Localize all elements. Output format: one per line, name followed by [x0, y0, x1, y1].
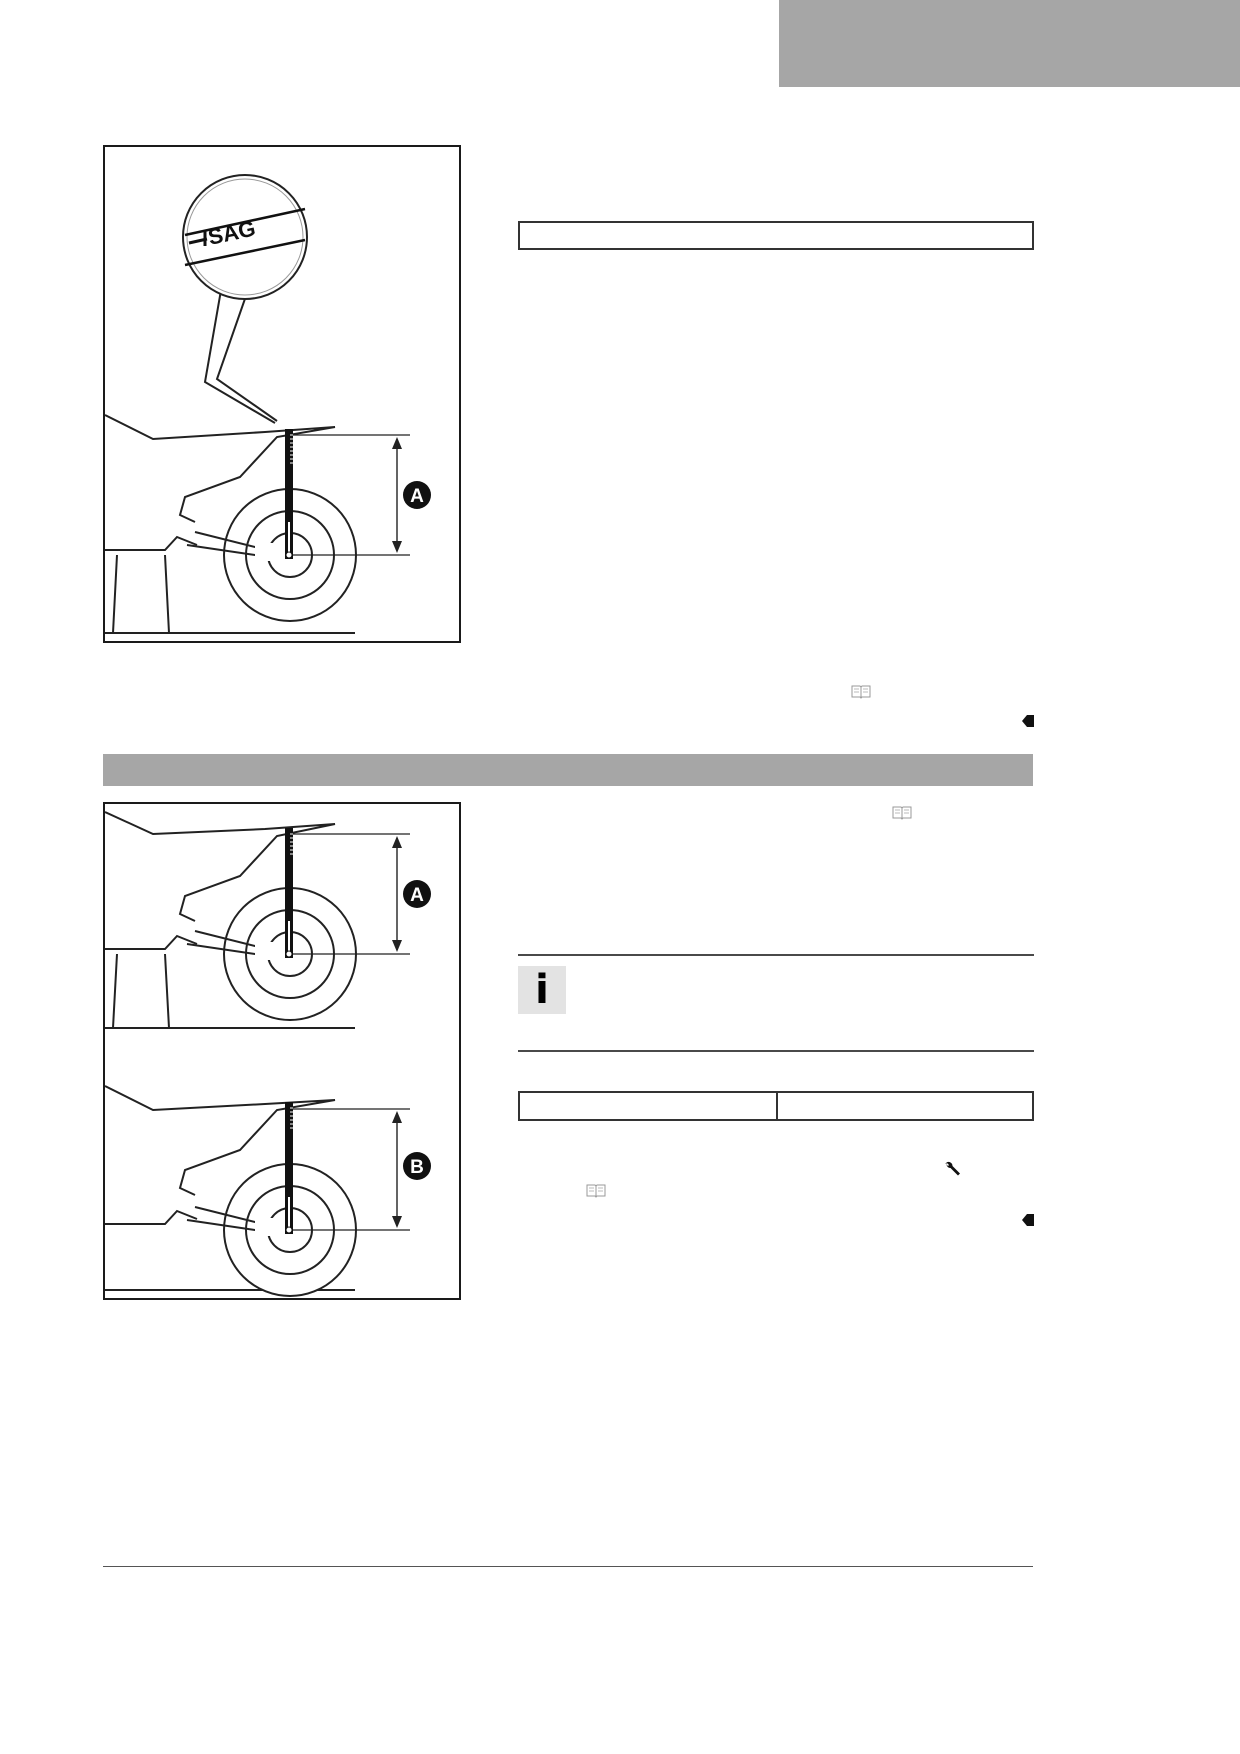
dimension-a-label-2: A: [410, 885, 424, 906]
value-table: [518, 1091, 1034, 1121]
lower-fender-outline: [105, 1085, 336, 1196]
info-icon-glyph: i: [535, 967, 549, 1013]
wrench-icon: [945, 1161, 960, 1176]
figure-sag-measurement: SAG A: [103, 145, 461, 643]
info-note-bottom-rule: [518, 1050, 1034, 1052]
figure-sag-drawing: SAG A: [105, 174, 431, 634]
footer-rule: [103, 1566, 1033, 1567]
figure-static-sag: A B: [103, 802, 461, 1300]
info-note-top-rule: [518, 954, 1034, 956]
upper-ruler: [285, 828, 293, 958]
book-icon: [586, 1184, 606, 1198]
dimension-a-label: A: [410, 486, 424, 507]
book-icon: [892, 806, 912, 820]
figure-static-sag-drawing: A B: [105, 811, 431, 1297]
book-icon: [851, 685, 871, 699]
header-tab: [779, 0, 1240, 87]
value-table-divider: [776, 1093, 778, 1119]
info-icon: i: [518, 966, 566, 1014]
rear-fender-outline: [105, 414, 336, 523]
upper-fender-outline: [105, 811, 336, 922]
magnifier-circle: [182, 174, 308, 300]
stand: [112, 554, 170, 634]
end-marker-icon: [1022, 1214, 1034, 1226]
value-box: [518, 221, 1034, 250]
end-marker-icon: [1022, 715, 1034, 727]
measuring-ruler: [285, 429, 293, 559]
dimension-b-badge: [403, 1152, 431, 1180]
lower-ruler: [285, 1102, 293, 1234]
section-heading-bar: [103, 754, 1033, 786]
upper-stand: [112, 953, 170, 1029]
dimension-b-label: B: [410, 1157, 424, 1178]
dimension-a-badge-2: [403, 880, 431, 908]
dimension-a-badge: [403, 481, 431, 509]
